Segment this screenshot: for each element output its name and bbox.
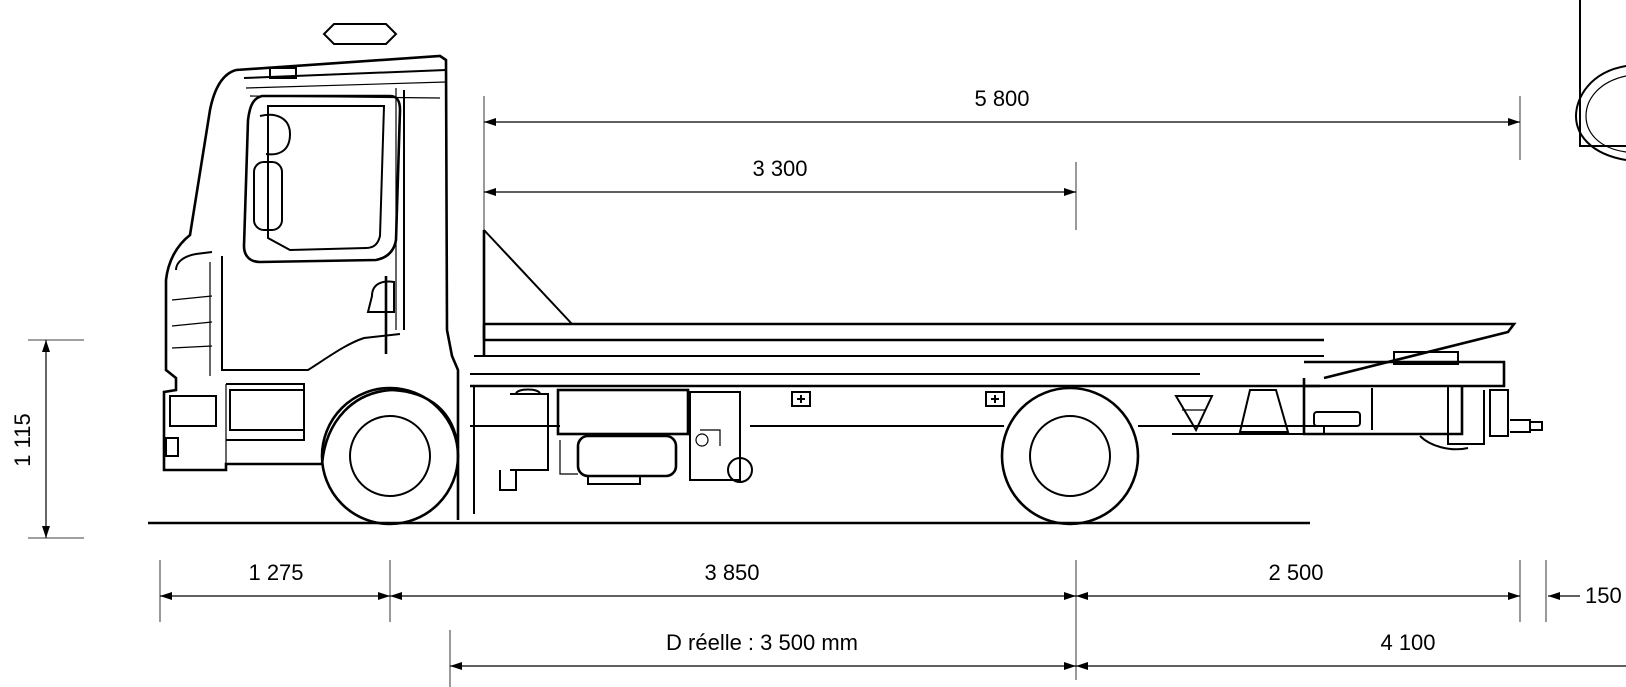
dim-label-effective-wheelbase: D réelle : 3 500 mm [666,630,858,655]
dim-label-3850: 3 850 [704,560,759,585]
dim-label-2500: 2 500 [1268,560,1323,585]
chassis-equipment [473,386,753,514]
flatbed-platform [470,229,1517,435]
extension-lines [28,96,1547,687]
roof-beacon-icon [322,23,398,45]
dim-label-150: 150 [1585,583,1622,608]
dim-label-1115: 1 115 [10,413,35,466]
rear-underlift [1174,351,1543,451]
dim-label-1275: 1 275 [248,560,303,585]
dim-label-5800: 5 800 [974,86,1029,111]
rear-wheel [1000,386,1140,526]
truck-cab [162,54,460,520]
front-wheel [320,386,460,526]
dim-label-4100: 4 100 [1380,630,1435,655]
dim-label-3300: 3 300 [752,156,807,181]
partial-rear-view [1574,0,1626,161]
